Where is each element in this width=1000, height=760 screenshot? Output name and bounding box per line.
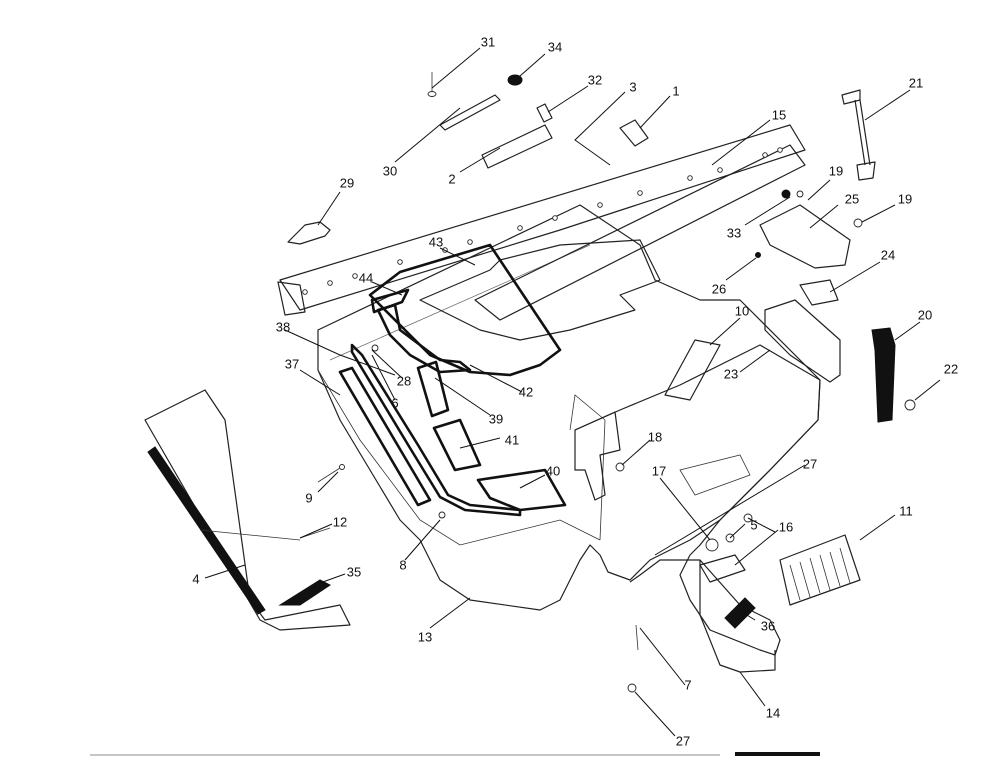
callout-42: 42 [519, 384, 533, 399]
callout-1: 1 [672, 83, 679, 98]
callout-26: 26 [712, 281, 726, 296]
callout-41: 41 [505, 432, 519, 447]
callout-27a: 27 [803, 456, 817, 471]
callout-39: 39 [489, 411, 503, 426]
callout-12: 12 [333, 514, 347, 529]
tray-25 [759, 204, 851, 269]
bushing-32 [536, 103, 553, 123]
page-edge-marks [90, 752, 820, 756]
callout-23: 23 [724, 366, 738, 381]
callout-27b: 27 [676, 733, 690, 748]
front-bracket [574, 411, 621, 501]
top-rail [279, 124, 806, 321]
callout-34: 34 [548, 39, 562, 54]
callout-7: 7 [684, 677, 691, 692]
callout-6: 6 [391, 395, 398, 410]
rivet-31 [427, 72, 437, 97]
bracket-29 [287, 221, 331, 245]
gasket-set [338, 243, 567, 517]
callout-3: 3 [629, 79, 636, 94]
box-23 [764, 299, 841, 383]
callout-2: 2 [448, 171, 455, 186]
knob-17 [705, 538, 719, 552]
inner-panel [419, 239, 661, 341]
callout-36: 36 [761, 618, 775, 633]
callout-20: 20 [918, 307, 932, 322]
callout-labels: 1 2 3 4 5 6 7 8 9 10 11 12 13 14 15 16 1… [192, 34, 958, 748]
screw-27b [627, 683, 637, 693]
callout-31: 31 [481, 34, 495, 49]
side-sill [574, 344, 821, 673]
bolt-19b [853, 218, 863, 228]
callout-21: 21 [909, 75, 923, 90]
handle-20 [871, 327, 896, 423]
side-panel-screw-9 [317, 464, 345, 483]
callout-29: 29 [340, 175, 354, 190]
clip-30 [439, 94, 501, 131]
side-panel-trim-35 [278, 579, 331, 606]
grille-11 [779, 534, 861, 606]
top-rail-holes [302, 147, 783, 295]
screw-8 [438, 511, 446, 519]
callout-40: 40 [546, 463, 560, 478]
bracket-16 [699, 554, 746, 583]
callout-10: 10 [735, 303, 749, 318]
callout-18: 18 [648, 429, 662, 444]
callout-24: 24 [881, 247, 895, 262]
callout-43: 43 [429, 234, 443, 249]
callout-8: 8 [399, 557, 406, 572]
callout-25: 25 [845, 191, 859, 206]
callout-5: 5 [750, 517, 757, 532]
callout-11: 11 [899, 503, 913, 518]
strap-2 [481, 124, 553, 169]
screw-7 [635, 624, 639, 651]
callout-38: 38 [276, 319, 290, 334]
callout-17: 17 [652, 463, 666, 478]
callout-35: 35 [347, 564, 361, 579]
side-panel-4 [144, 389, 351, 631]
bolt-22 [904, 399, 916, 411]
strut-21 [841, 89, 876, 181]
latch-1 [619, 119, 649, 147]
plate-24 [799, 279, 839, 306]
callout-15: 15 [772, 107, 786, 122]
leader-lines [204, 47, 941, 737]
spring-36 [724, 597, 756, 629]
screw-6 [371, 344, 379, 352]
callout-44: 44 [359, 270, 373, 285]
callout-13: 13 [418, 629, 432, 644]
callout-30: 30 [383, 163, 397, 178]
knob-34 [507, 74, 523, 86]
callout-16: 16 [779, 519, 793, 534]
callout-9: 9 [305, 490, 312, 505]
callout-32: 32 [588, 72, 602, 87]
callout-4: 4 [192, 571, 199, 586]
callout-22: 22 [944, 361, 958, 376]
nose-bracket [277, 281, 306, 316]
callout-19b: 19 [898, 191, 912, 206]
callout-19a: 19 [829, 163, 843, 178]
bolt-19a [781, 189, 804, 199]
callout-37: 37 [285, 356, 299, 371]
callout-33: 33 [727, 225, 741, 240]
callout-14: 14 [766, 705, 780, 720]
callout-28: 28 [397, 373, 411, 388]
screw-26 [755, 252, 761, 258]
hinge-10 [664, 339, 721, 401]
